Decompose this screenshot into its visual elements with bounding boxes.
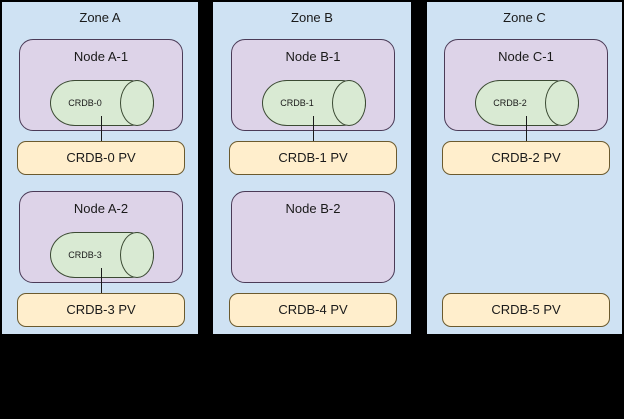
- cylinder-cap-icon: [120, 231, 155, 279]
- pv-crdb-4[interactable]: CRDB-4 PV: [229, 293, 397, 327]
- zone-b-title: Zone B: [291, 10, 333, 25]
- connector-node-a-1-to-crdb-0-pv: [101, 116, 103, 143]
- database-cylinder-crdb-0[interactable]: CRDB-0: [50, 79, 155, 127]
- pv-crdb-3[interactable]: CRDB-3 PV: [17, 293, 185, 327]
- connector-node-c-1-to-crdb-2-pv: [526, 116, 528, 143]
- connector-node-b-1-to-crdb-1-pv: [313, 116, 315, 143]
- zone-c-title: Zone C: [503, 10, 546, 25]
- cylinder-cap-icon: [120, 79, 155, 127]
- node-b-1-title: Node B-1: [285, 49, 341, 64]
- pv-crdb-0[interactable]: CRDB-0 PV: [17, 141, 185, 175]
- pv-crdb-5-label: CRDB-5 PV: [491, 302, 561, 317]
- node-a-2-title: Node A-2: [73, 201, 129, 216]
- pv-crdb-1-label: CRDB-1 PV: [278, 150, 348, 165]
- node-b-2-title: Node B-2: [285, 201, 341, 216]
- pv-crdb-4-label: CRDB-4 PV: [278, 302, 348, 317]
- pv-crdb-5[interactable]: CRDB-5 PV: [442, 293, 610, 327]
- zone-b: Zone B Node B-1 CRDB-1 CRDB-1 PV Node B-…: [213, 2, 411, 334]
- database-label-crdb-0: CRDB-0: [68, 98, 102, 108]
- database-label-crdb-2: CRDB-2: [493, 98, 527, 108]
- database-cylinder-crdb-2[interactable]: CRDB-2: [475, 79, 580, 127]
- pv-crdb-3-label: CRDB-3 PV: [66, 302, 136, 317]
- node-b-2[interactable]: Node B-2: [231, 191, 395, 283]
- database-label-crdb-3: CRDB-3: [68, 250, 102, 260]
- node-a-1-title: Node A-1: [73, 49, 129, 64]
- pv-crdb-2-label: CRDB-2 PV: [491, 150, 561, 165]
- pv-crdb-1[interactable]: CRDB-1 PV: [229, 141, 397, 175]
- connector-node-a-2-to-crdb-3-pv: [101, 268, 103, 295]
- cylinder-cap-icon: [332, 79, 367, 127]
- node-a-1[interactable]: Node A-1 CRDB-0: [19, 39, 183, 131]
- database-label-crdb-1: CRDB-1: [280, 98, 314, 108]
- pv-crdb-2[interactable]: CRDB-2 PV: [442, 141, 610, 175]
- zone-c: Zone C Node C-1 CRDB-2 CRDB-2 PV CRDB-5 …: [427, 2, 622, 334]
- node-c-1[interactable]: Node C-1 CRDB-2: [444, 39, 608, 131]
- pv-crdb-0-label: CRDB-0 PV: [66, 150, 136, 165]
- cylinder-cap-icon: [545, 79, 580, 127]
- zone-a-title: Zone A: [79, 10, 121, 25]
- zone-a: Zone A Node A-1 CRDB-0 CRDB-0 PV Node A-…: [2, 2, 198, 334]
- node-c-1-title: Node C-1: [498, 49, 554, 64]
